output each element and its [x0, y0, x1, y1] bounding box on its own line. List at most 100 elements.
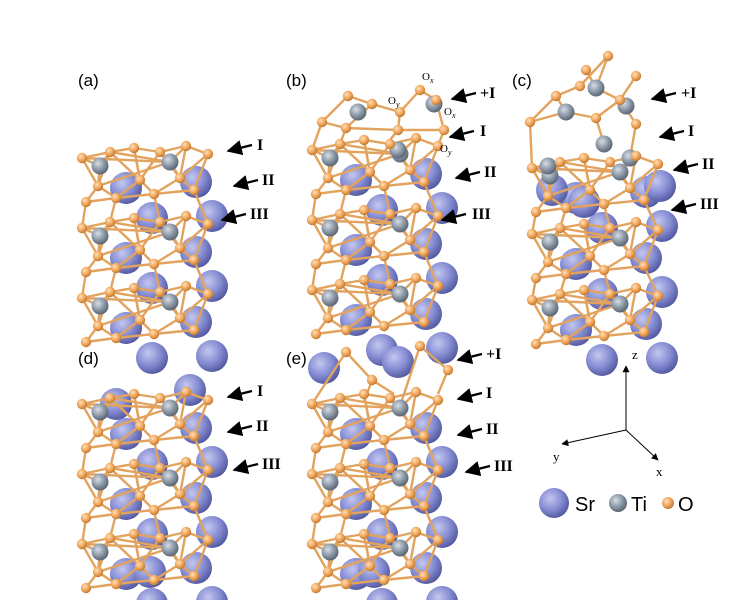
o-atom [128, 388, 140, 400]
bond [419, 345, 449, 371]
bond [132, 217, 142, 251]
panel-label-e: (e) [286, 349, 307, 368]
z-axis-label: z [632, 347, 638, 362]
o-atom [410, 132, 422, 144]
o-atom [92, 320, 104, 332]
bond [383, 250, 425, 258]
o-atom [560, 268, 572, 280]
bond [565, 334, 605, 342]
panel-c-structure [524, 50, 678, 376]
o-atom [630, 282, 642, 294]
o-atom [310, 442, 322, 454]
bond [589, 293, 611, 323]
bond [422, 145, 440, 183]
o-atom [542, 256, 554, 268]
ti-atom [321, 543, 339, 561]
bond [327, 476, 401, 504]
o-atom [542, 190, 554, 202]
o-atom [322, 172, 334, 184]
o-atom [364, 166, 376, 178]
bond [369, 467, 391, 497]
layer-label: II [484, 164, 496, 181]
bond [547, 236, 621, 264]
bond [178, 145, 188, 179]
bond [642, 295, 660, 333]
bond [109, 290, 171, 304]
arrow-icon [456, 424, 483, 440]
bond [408, 461, 418, 495]
bond [97, 476, 171, 504]
o-atom [432, 394, 444, 406]
axes-triad: z y x [553, 347, 663, 479]
o-atom [418, 246, 430, 258]
o-atom [180, 526, 192, 538]
o-atom [364, 560, 376, 572]
o-atom [334, 532, 346, 544]
o-atom [358, 134, 370, 146]
bond [178, 461, 188, 495]
ti-atom [91, 403, 109, 421]
ti-atom [91, 157, 109, 175]
o-atom [104, 216, 116, 228]
bond [153, 434, 195, 442]
bond [603, 198, 645, 206]
o-atom [378, 574, 390, 586]
bond [409, 399, 439, 425]
bond [565, 268, 605, 276]
bond [559, 292, 621, 306]
o-atom [630, 70, 642, 82]
o-atom [602, 50, 614, 62]
bond [642, 265, 660, 297]
o-atom [554, 222, 566, 234]
o-atom [530, 206, 542, 218]
o-atom [322, 426, 334, 438]
o-atom [188, 500, 200, 512]
atom-label-oy-top: Oy [388, 95, 400, 109]
bond [97, 160, 171, 188]
arrow-icon [440, 209, 467, 225]
legend-o-swatch [662, 497, 674, 509]
o-atom [202, 218, 214, 230]
o-atom [128, 142, 140, 154]
ti-atom [161, 539, 179, 557]
o-atom [404, 234, 416, 246]
sr-atom [196, 340, 228, 372]
panel-label-b: (b) [286, 71, 307, 90]
bond [422, 181, 440, 217]
o-atom [154, 146, 166, 158]
panel-label-c: (c) [512, 71, 532, 90]
ti-atom [161, 293, 179, 311]
bond [530, 233, 550, 263]
o-atom [80, 442, 92, 454]
o-atom [584, 184, 596, 196]
bond [139, 537, 161, 567]
bond [115, 578, 155, 586]
layer-label: I [257, 137, 263, 154]
bond [132, 147, 142, 181]
bond [383, 434, 425, 442]
legend-o-label: O [678, 494, 694, 516]
o-atom [148, 258, 160, 270]
bond [97, 300, 171, 328]
bond [362, 533, 372, 567]
o-atom [306, 284, 318, 296]
bond [565, 202, 605, 210]
bond [422, 505, 440, 541]
o-atom [526, 294, 538, 306]
arrow-icon [226, 386, 253, 402]
ti-atom [541, 299, 559, 317]
o-atom [334, 278, 346, 290]
bond [115, 262, 155, 270]
layer-label: III [494, 458, 513, 475]
o-atom [358, 458, 370, 470]
bond [422, 539, 440, 577]
bond [528, 121, 534, 169]
bond [327, 152, 401, 180]
y-axis-arrow [561, 429, 627, 447]
bond [310, 351, 348, 405]
o-atom [148, 188, 160, 200]
o-atom [652, 290, 664, 302]
bond [409, 285, 439, 311]
ti-atom [595, 135, 613, 153]
o-atom [188, 570, 200, 582]
